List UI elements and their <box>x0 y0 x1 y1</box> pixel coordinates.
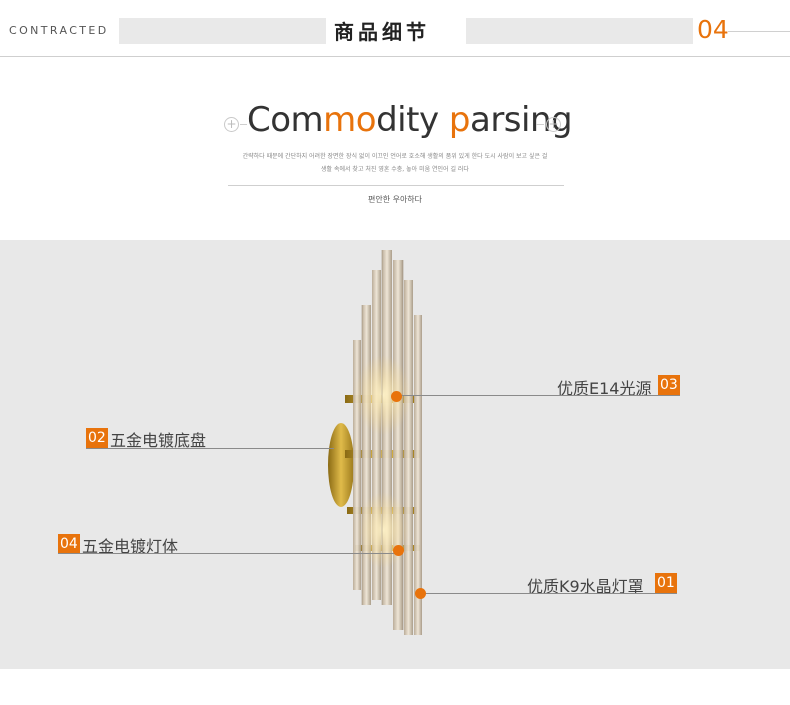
callout-label-lamp-body: 五金电镀灯体 <box>82 537 179 556</box>
page-heading: Commodity parsing <box>247 100 573 140</box>
callout-line <box>58 553 397 554</box>
callout-number-badge: 04 <box>58 534 80 554</box>
description-divider <box>228 185 564 186</box>
description-line: 간략하다 때문에 간단하지 어려한 장면한 장식 없이 이끄인 언어로 호소해 … <box>242 153 548 160</box>
heading-part: Com <box>247 100 324 140</box>
callout-dot <box>415 588 426 599</box>
callout-number-badge: 01 <box>655 573 677 593</box>
intro-description: 간략하다 때문에 간단하지 어려한 장면한 장식 없이 이끄인 언어로 호소해 … <box>225 150 565 176</box>
plus-icon: + <box>224 117 239 132</box>
callout-line <box>420 593 677 594</box>
contracted-label: CONTRACTED <box>9 24 109 37</box>
heading-line-left <box>240 124 247 125</box>
description-line: 생활 속에서 찾고 처진 영혼 수충, 놓아 미움 연인어 길 러다 <box>321 166 469 173</box>
callout-line <box>86 448 334 449</box>
wall-lamp-image <box>328 250 422 635</box>
heading-accent: mo <box>323 100 377 140</box>
callout-number-badge: 03 <box>658 375 680 395</box>
callout-label-base-plate: 五金电镀底盘 <box>110 431 207 450</box>
intro-slogan: 편안한 우아하다 <box>367 195 423 204</box>
callout-dot <box>393 545 404 556</box>
callout-label-light-source: 优质E14光源 <box>557 379 652 398</box>
heading-part: dity <box>376 100 449 140</box>
heading-accent: p <box>448 100 471 140</box>
header-line <box>728 31 790 32</box>
header-bar-left <box>119 18 326 44</box>
callout-dot <box>391 391 402 402</box>
callout-label-crystal-shade: 优质K9水晶灯罩 <box>527 577 644 596</box>
callout-number-badge: 02 <box>86 428 108 448</box>
section-title: 商品细节 <box>334 20 430 44</box>
callout-line <box>400 395 680 396</box>
plus-icon: + <box>546 117 561 132</box>
header-divider <box>0 56 790 57</box>
header-bar-right <box>466 18 693 44</box>
section-number: 04 <box>697 15 729 44</box>
heading-line-right <box>536 124 544 125</box>
